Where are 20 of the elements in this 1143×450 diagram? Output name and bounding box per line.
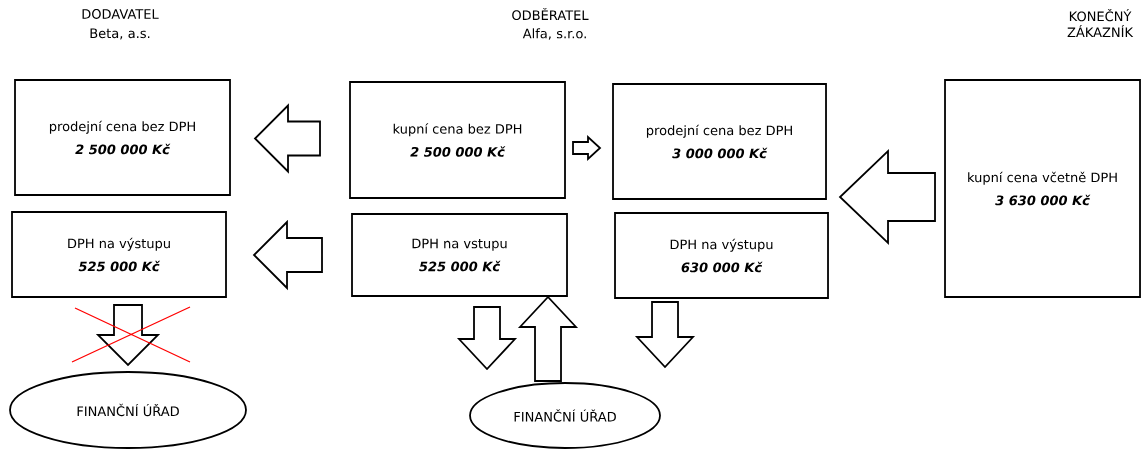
value-box: DPH na výstupu 525 000 Kč bbox=[11, 211, 227, 298]
block-arrow bbox=[838, 148, 936, 246]
block-arrow bbox=[95, 304, 161, 367]
block-arrow bbox=[572, 134, 602, 162]
column-heading: ODBĚRATEL bbox=[512, 7, 589, 21]
column-heading: KONEČNÝ ZÁKAZNÍK bbox=[1067, 8, 1134, 38]
block-arrow bbox=[517, 295, 579, 382]
column-heading: Beta, a.s. bbox=[90, 28, 150, 40]
value-box: DPH na vstupu 525 000 Kč bbox=[351, 213, 568, 297]
block-arrow bbox=[634, 301, 696, 369]
block-arrow bbox=[456, 306, 518, 371]
value-box: DPH na výstupu 630 000 Kč bbox=[614, 212, 829, 299]
column-heading: Alfa, s.r.o. bbox=[522, 28, 586, 40]
value-box: prodejní cena bez DPH 2 500 000 Kč bbox=[14, 79, 231, 196]
value-box: kupní cena včetně DPH 3 630 000 Kč bbox=[944, 79, 1141, 298]
value-box: prodejní cena bez DPH 3 000 000 Kč bbox=[612, 83, 827, 200]
block-arrow bbox=[253, 103, 321, 174]
block-arrow bbox=[252, 219, 323, 291]
column-heading: DODAVATEL bbox=[82, 9, 159, 19]
value-box: kupní cena bez DPH 2 500 000 Kč bbox=[349, 81, 566, 199]
